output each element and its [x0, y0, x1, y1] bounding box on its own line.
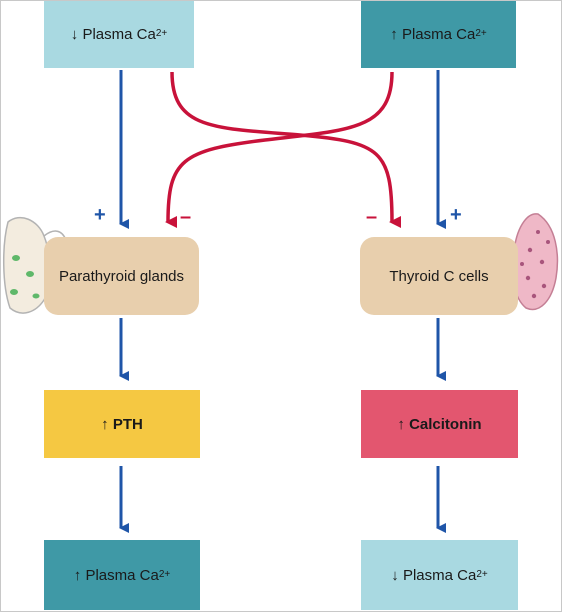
down-arrow-symbol: ↓	[70, 25, 79, 43]
box-label: Plasma Ca	[402, 566, 477, 584]
down-arrow-symbol: ↓	[391, 566, 399, 584]
box-label: Plasma Ca	[85, 566, 159, 584]
up-arrow-symbol: ↑	[101, 415, 109, 433]
up-arrow-symbol: ↑	[73, 566, 82, 584]
plus-sign-thyroid-c: +	[450, 204, 462, 226]
box-label: PTH	[112, 415, 143, 433]
thyroid-c-cells-box: Thyroid C cells	[360, 237, 518, 315]
up-arrow-symbol: ↑	[390, 25, 398, 43]
minus-sign-thyroid-c: –	[366, 206, 378, 228]
box-label: Plasma Ca	[82, 25, 156, 43]
box-label: Thyroid C cells	[389, 267, 489, 285]
parathyroid-gland-icon	[3, 216, 67, 314]
pth-box: ↑ PTH	[44, 390, 200, 458]
box-label: Plasma Ca	[401, 25, 476, 43]
parathyroid-glands-box: Parathyroid glands	[44, 237, 199, 315]
calcitonin-box: ↑ Calcitonin	[361, 390, 518, 458]
arrow-high-ca-inhibits-parathyroid	[165, 71, 394, 229]
arrow-low-ca-inhibits-thyroid-c	[170, 71, 402, 228]
box-label: Parathyroid glands	[58, 267, 185, 285]
plus-sign-parathyroid: +	[94, 204, 106, 226]
up-arrow-symbol: ↑	[397, 415, 405, 433]
minus-sign-parathyroid: –	[180, 206, 192, 228]
thyroid-gland-icon	[511, 213, 559, 311]
box-label: Calcitonin	[409, 415, 482, 433]
